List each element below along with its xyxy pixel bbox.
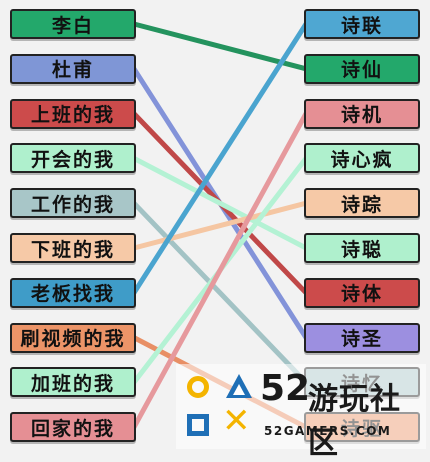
left-item-5[interactable]: 下班的我 (10, 233, 136, 263)
right-item-1[interactable]: 诗仙 (304, 53, 420, 84)
left-item-4[interactable]: 工作的我 (10, 188, 136, 219)
right-item-6[interactable]: 诗体 (304, 277, 420, 308)
right-item-4[interactable]: 诗踪 (304, 188, 420, 219)
connection-line-5 (131, 200, 309, 251)
left-item-6[interactable]: 老板找我 (10, 277, 136, 308)
left-item-0[interactable]: 李白 (10, 9, 136, 39)
cross-icon: ✕ (222, 401, 251, 441)
connection-line-2 (131, 111, 309, 296)
circle-icon (187, 376, 209, 398)
right-item-5[interactable]: 诗聪 (304, 233, 420, 263)
right-item-0[interactable]: 诗联 (304, 9, 420, 39)
watermark-number: 52 (260, 368, 311, 409)
connection-line-8 (131, 155, 309, 385)
left-item-3[interactable]: 开会的我 (10, 143, 136, 174)
connection-line-4 (131, 200, 309, 385)
left-item-2[interactable]: 上班的我 (10, 98, 136, 129)
left-item-9[interactable]: 回家的我 (10, 412, 136, 443)
watermark: ✕ 52 游玩社区 52GAMERS.COM (176, 364, 426, 461)
connection-line-1 (131, 66, 309, 341)
connection-line-3 (131, 155, 309, 251)
connection-line-6 (131, 21, 309, 296)
triangle-inner (233, 384, 245, 395)
left-item-1[interactable]: 杜甫 (10, 53, 136, 84)
right-item-3[interactable]: 诗心疯 (304, 143, 420, 174)
right-item-7[interactable]: 诗圣 (304, 322, 420, 353)
left-item-8[interactable]: 加班的我 (10, 367, 136, 398)
connection-line-0 (131, 21, 309, 72)
watermark-domain: 52GAMERS.COM (264, 424, 392, 438)
right-item-2[interactable]: 诗机 (304, 98, 420, 129)
left-item-7[interactable]: 刷视频的我 (10, 322, 136, 353)
watermark-brand: 游玩社区 (308, 382, 401, 461)
square-icon (187, 414, 209, 436)
